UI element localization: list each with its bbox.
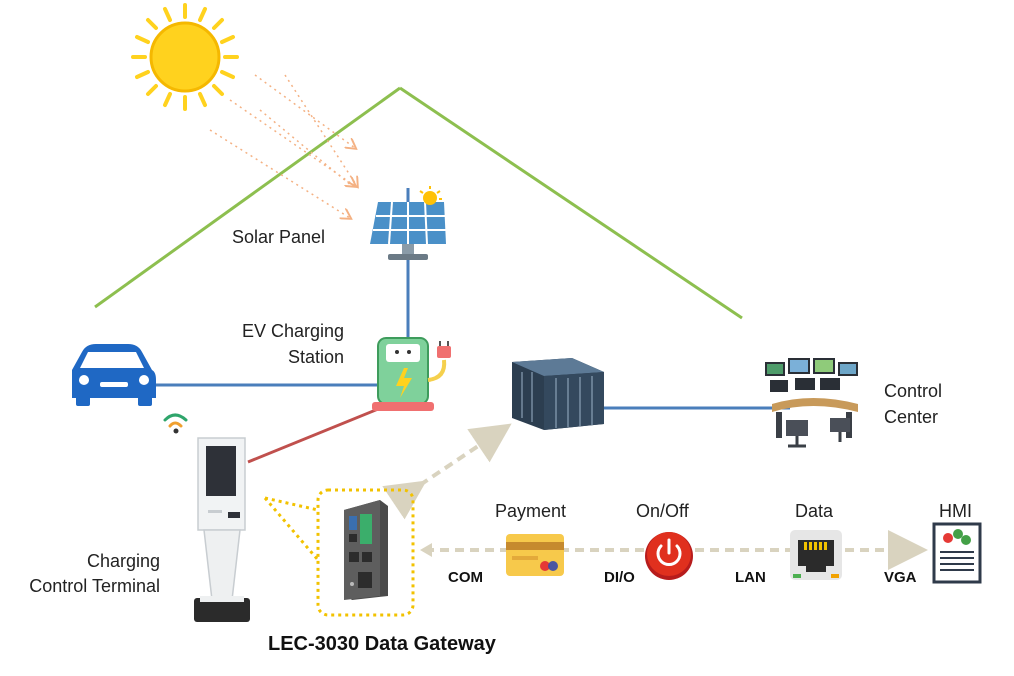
com-interface-label: COM (448, 569, 483, 586)
car-icon (72, 344, 156, 406)
control-center-label-line1: Control (884, 381, 943, 401)
ev-station-label-line1: EV Charging (241, 321, 344, 341)
power-button-icon (645, 532, 693, 580)
wifi-icon (163, 413, 188, 434)
server-rack-icon (512, 358, 604, 430)
roof-outline (94, 86, 743, 320)
terminal-label-line2: Control Terminal (29, 576, 160, 596)
sun-icon (131, 3, 239, 111)
payment-label: Payment (495, 501, 567, 521)
gateway-title: LEC-3030 Data Gateway (268, 633, 496, 655)
vga-interface-label: VGA (884, 569, 917, 586)
solar-panel-icon (370, 186, 446, 260)
terminal-charger-link (247, 403, 389, 464)
power-links (150, 260, 790, 410)
solar-panel-label: Solar Panel (232, 227, 326, 247)
lan-interface-label: LAN (735, 569, 766, 586)
control-center-label-line2: Center (884, 407, 939, 427)
ethernet-port-icon (790, 530, 842, 580)
sunlight-rays (209, 74, 357, 218)
hmi-icon (932, 522, 982, 584)
ev-charger-icon (372, 337, 451, 411)
terminal-label-line1: Charging (86, 551, 160, 571)
kiosk-icon (194, 437, 250, 622)
gateway-callout (263, 488, 415, 617)
dio-interface-label: DI/O (604, 569, 635, 586)
onoff-label: On/Off (636, 501, 689, 521)
ev-station-label-line2: Station (287, 347, 344, 367)
credit-card-icon (506, 534, 564, 576)
gateway-server-link (382, 423, 512, 520)
data-label: Data (795, 501, 834, 521)
hmi-label: HMI (939, 501, 972, 521)
gateway-device-icon (344, 500, 388, 600)
control-center-icon (765, 358, 858, 448)
